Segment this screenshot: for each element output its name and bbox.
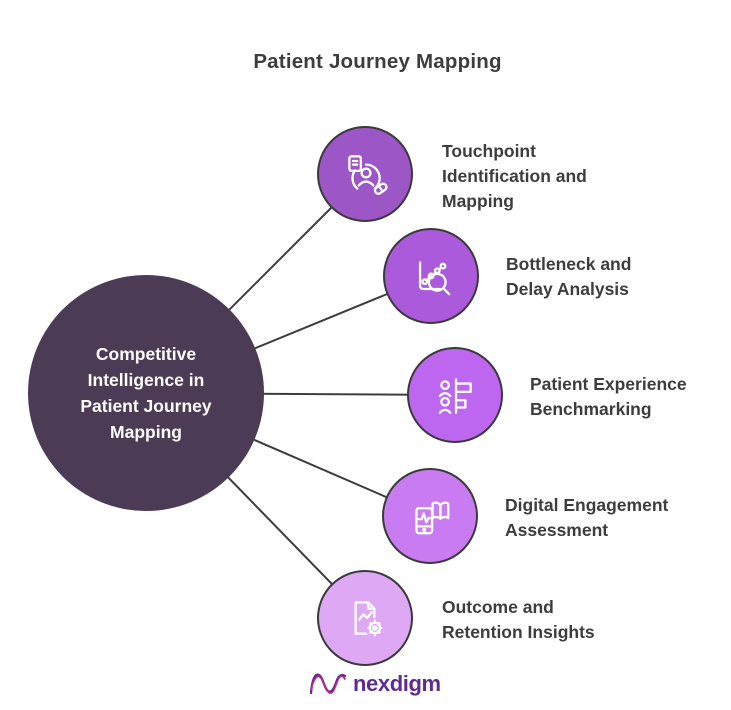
node-circle-benchmarking bbox=[407, 347, 503, 443]
node-label-benchmarking: Patient Experience Benchmarking bbox=[530, 374, 687, 419]
node-circle-digital bbox=[382, 468, 478, 564]
document-gear-icon bbox=[354, 601, 385, 638]
node-circle-outcome bbox=[317, 570, 413, 666]
chart-magnifier-icon bbox=[418, 261, 451, 296]
node-label-touchpoint: Touchpoint Identification and Mapping bbox=[442, 141, 587, 211]
nexdigm-logo-text: nexdigm bbox=[353, 671, 441, 696]
people-benchmark-bars-icon bbox=[438, 378, 472, 414]
node-label-digital: Digital Engagement Assessment bbox=[505, 495, 669, 540]
node-label-outcome: Outcome and Retention Insights bbox=[442, 597, 595, 642]
phone-open-book-icon bbox=[415, 501, 450, 535]
patient-journey-person-icon bbox=[348, 155, 388, 195]
nexdigm-logo: nexdigm bbox=[308, 668, 441, 700]
node-circle-touchpoint bbox=[317, 126, 413, 222]
node-label-bottleneck: Bottleneck and Delay Analysis bbox=[506, 254, 632, 299]
page-title: Patient Journey Mapping bbox=[253, 50, 502, 73]
central-topic-circle: Competitive Intelligence in Patient Jour… bbox=[28, 275, 264, 511]
node-circle-bottleneck bbox=[383, 228, 479, 324]
central-topic-label: Competitive Intelligence in Patient Jour… bbox=[80, 344, 212, 442]
nexdigm-logo-mark bbox=[309, 673, 347, 695]
